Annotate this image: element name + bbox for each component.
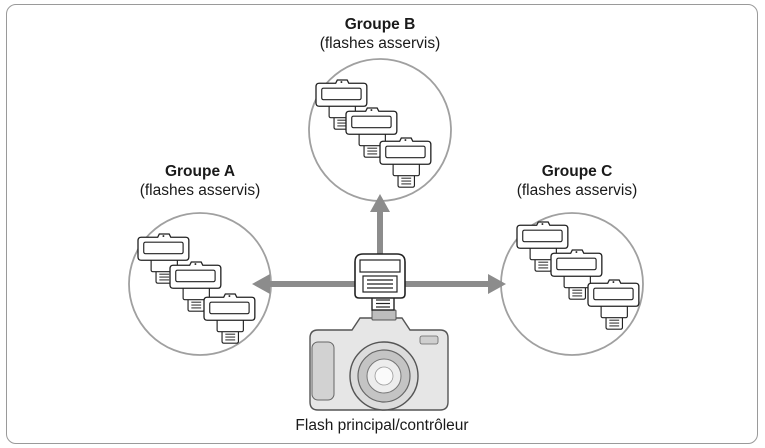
master-flash-icon <box>354 253 406 311</box>
group-c-subtitle: (flashes asservis) <box>516 182 638 199</box>
diagram-frame <box>6 4 758 444</box>
group-a-title: Groupe A <box>164 163 236 180</box>
group-b-title: Groupe B <box>344 16 416 33</box>
camera-icon <box>309 309 449 411</box>
group-a-subtitle: (flashes asservis) <box>139 182 261 199</box>
group-b-label: Groupe B (flashes asservis) <box>290 15 470 53</box>
group-c-title: Groupe C <box>541 163 613 180</box>
group-a-label: Groupe A (flashes asservis) <box>110 162 290 200</box>
group-b-subtitle: (flashes asservis) <box>319 35 441 52</box>
group-c-label: Groupe C (flashes asservis) <box>487 162 667 200</box>
main-flash-caption: Flash principal/contrôleur <box>295 417 469 434</box>
